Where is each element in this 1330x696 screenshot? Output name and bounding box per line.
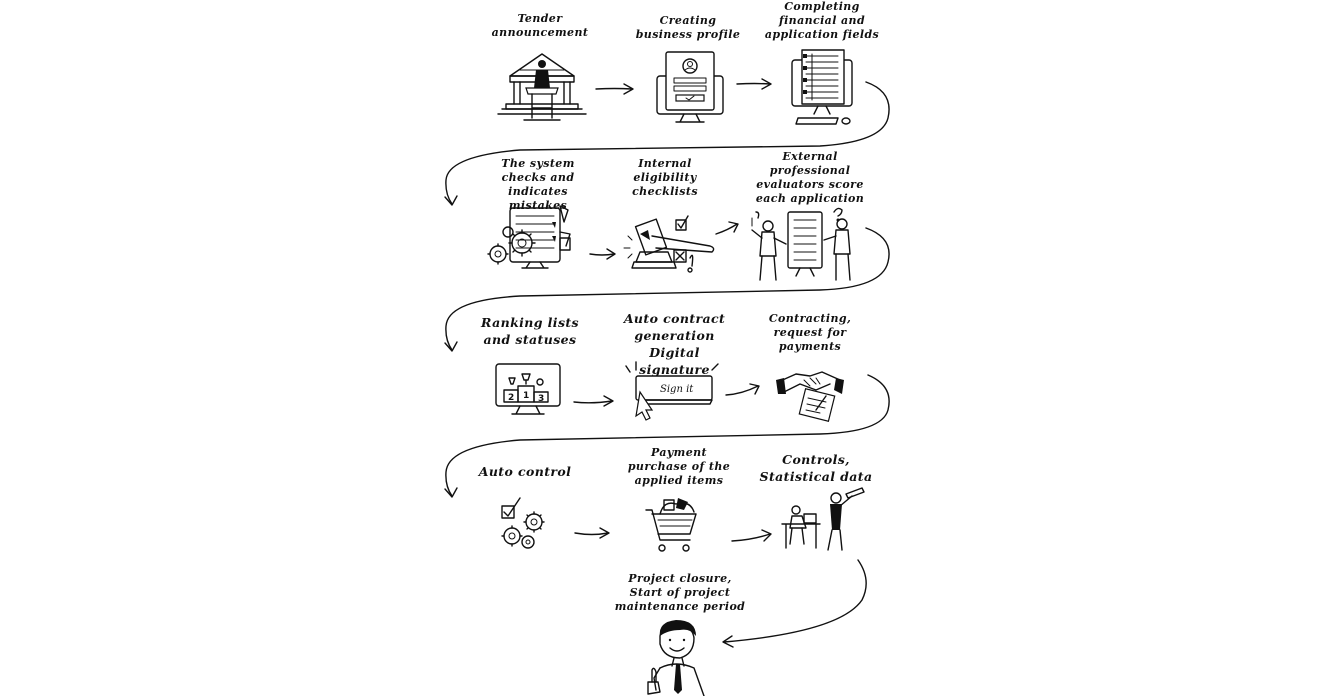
step-label-fields: Completing financial and application fie… [764,0,880,41]
monitor-login-icon [656,51,724,123]
step-label-profile: Creating business profile [635,14,741,41]
evaluators-people-icon [751,207,851,281]
step-label-controls: Controls, Statistical data [759,452,873,484]
thumbs-up-man-icon [647,620,705,696]
step-label-autocontrol: Auto control [478,464,572,479]
handshake-document-icon [776,371,844,422]
step-label-contracting: Contracting, request for payments [768,312,852,353]
shopping-cart-icon [645,498,697,552]
monitor-form-icon [791,49,853,125]
step-label-evaluators: External professional evaluators score e… [755,150,865,205]
gears-checklist-icon [487,205,571,269]
step-label-tender: Tender announcement [491,12,589,39]
step-label-ranking: Ranking lists and statuses [481,315,579,347]
gears-check-icon [501,497,545,549]
sign-it-text: Sign it [660,384,694,395]
step-label-checks: The system checks and indicates mistakes [501,157,575,212]
analyst-telescope-icon [781,487,865,551]
step-label-eligibility: Internal eligibility checklists [632,157,698,198]
step-label-contract: Auto contract generation Digital signatu… [623,311,726,377]
monitor-podium-icon: 1 2 3 [495,363,561,415]
podium-number-1: 1 [523,391,529,401]
podium-number-2: 2 [508,393,514,403]
step-label-payment: Payment purchase of the applied items [627,446,731,487]
flow-connectors [444,78,890,648]
podium-number-3: 3 [538,394,544,404]
building-podium-icon [497,53,587,121]
sign-button-cursor-icon: Sign it [625,361,719,421]
gavel-checkbox-icon [623,215,715,273]
step-label-closure: Project closure, Start of project mainte… [614,572,746,613]
